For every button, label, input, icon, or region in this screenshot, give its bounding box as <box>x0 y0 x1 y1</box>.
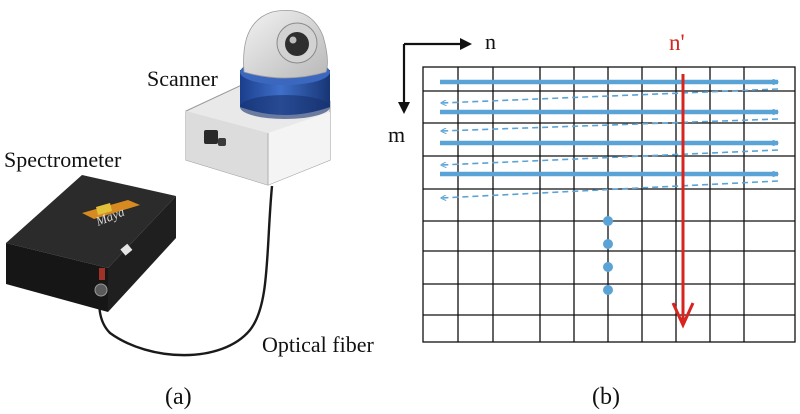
caption-a: (a) <box>165 384 192 410</box>
spectrometer-port-icon <box>120 243 133 256</box>
panel-b: n m n' (b) <box>388 29 796 410</box>
return-scan-arrow <box>441 118 779 131</box>
scanner-device <box>185 10 331 186</box>
optical-fiber-label: Optical fiber <box>262 332 374 357</box>
fiber-connector-icon <box>94 283 108 297</box>
continuation-dot <box>603 239 613 249</box>
scan-grid <box>422 66 796 343</box>
panel-a: Maya Scanner Spectrometer Optical fiber … <box>4 10 374 410</box>
spectrometer-device: Maya <box>6 175 176 312</box>
scanner-lens-icon <box>285 32 309 56</box>
caption-b: (b) <box>592 384 620 410</box>
continuation-dot <box>603 216 613 226</box>
continuation-dots <box>603 216 613 295</box>
axis-n-label: n <box>485 29 496 54</box>
scan-path <box>440 82 778 198</box>
continuation-dot <box>603 262 613 272</box>
axis-m-label: m <box>388 122 405 147</box>
continuation-dot <box>603 285 613 295</box>
return-scan-arrow <box>441 180 779 198</box>
spectrometer-label: Spectrometer <box>4 147 122 172</box>
return-scan-arrow <box>441 149 779 165</box>
axis-arrows <box>398 38 472 114</box>
optical-fiber-cable <box>98 185 274 357</box>
return-scan-arrow <box>441 88 779 103</box>
scanner-label: Scanner <box>147 66 219 91</box>
n-prime-label: n' <box>669 30 685 55</box>
scanner-connector-icon <box>204 130 218 144</box>
n-prime-arrow <box>671 74 695 329</box>
